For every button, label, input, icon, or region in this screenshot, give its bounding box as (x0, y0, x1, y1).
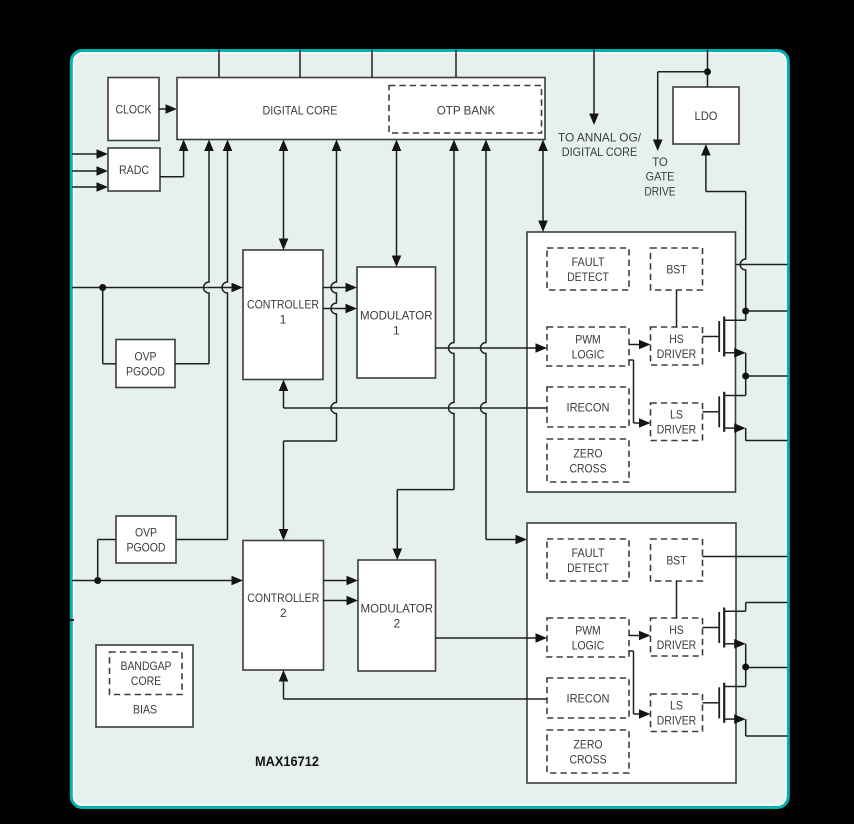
svg-text:DRIVE: DRIVE (644, 185, 675, 199)
svg-text:PGOOD: PGOOD (126, 364, 165, 378)
svg-text:LDO: LDO (695, 109, 718, 123)
svg-text:CROSS: CROSS (569, 752, 606, 766)
svg-text:DETECT: DETECT (567, 561, 609, 575)
svg-text:PWM: PWM (575, 332, 601, 346)
svg-text:FAULT: FAULT (572, 546, 606, 560)
svg-text:CROSS: CROSS (569, 461, 606, 475)
svg-text:TO: TO (652, 155, 668, 169)
svg-text:MAX16712: MAX16712 (255, 753, 319, 769)
svg-text:BST: BST (666, 553, 687, 567)
svg-text:LS: LS (670, 408, 683, 422)
svg-text:DRIVER: DRIVER (657, 638, 697, 652)
svg-text:LOGIC: LOGIC (572, 347, 605, 361)
svg-text:PWM: PWM (575, 623, 601, 637)
svg-text:DRIVER: DRIVER (657, 714, 697, 728)
svg-text:LS: LS (670, 699, 683, 713)
svg-text:BIAS: BIAS (133, 702, 157, 716)
svg-text:2: 2 (280, 606, 287, 620)
svg-text:1: 1 (393, 323, 400, 337)
svg-text:BANDGAP: BANDGAP (121, 659, 172, 673)
svg-text:HS: HS (669, 332, 684, 346)
svg-text:OTP BANK: OTP BANK (437, 104, 496, 118)
svg-text:CLOCK: CLOCK (116, 102, 152, 116)
svg-text:FAULT: FAULT (572, 255, 606, 269)
svg-text:OVP: OVP (135, 349, 157, 363)
svg-text:DIGITAL CORE: DIGITAL CORE (562, 145, 637, 159)
svg-text:DIGITAL CORE: DIGITAL CORE (263, 104, 338, 118)
svg-text:PGOOD: PGOOD (127, 540, 166, 554)
svg-text:ZERO: ZERO (574, 446, 603, 460)
svg-text:MODULATOR: MODULATOR (361, 601, 434, 615)
svg-text:CONTROLLER: CONTROLLER (247, 298, 319, 312)
svg-text:DRIVER: DRIVER (657, 423, 697, 437)
svg-text:CORE: CORE (131, 674, 161, 688)
svg-text:OVP: OVP (135, 525, 157, 539)
svg-text:DRIVER: DRIVER (657, 347, 697, 361)
svg-text:MODULATOR: MODULATOR (360, 308, 433, 322)
svg-text:ZERO: ZERO (574, 737, 603, 751)
svg-text:IRECON: IRECON (567, 400, 610, 414)
svg-text:1: 1 (280, 313, 287, 327)
svg-text:BST: BST (666, 262, 687, 276)
svg-text:LOGIC: LOGIC (572, 638, 605, 652)
svg-text:2: 2 (393, 616, 400, 630)
svg-text:HS: HS (669, 623, 684, 637)
svg-text:TO ANNAL OG/: TO ANNAL OG/ (558, 130, 642, 144)
svg-text:GATE: GATE (646, 170, 675, 184)
svg-text:CONTROLLER: CONTROLLER (247, 591, 319, 605)
svg-text:IRECON: IRECON (567, 691, 610, 705)
svg-text:DETECT: DETECT (567, 270, 609, 284)
svg-text:RADC: RADC (119, 163, 149, 177)
